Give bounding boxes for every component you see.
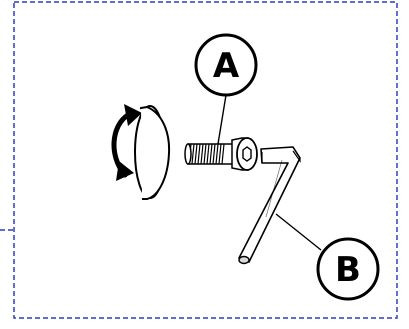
dashed-frame [0, 1, 398, 319]
washer-disc [134, 105, 171, 200]
hex-key-wrench [238, 146, 301, 265]
callout-b-label: B [335, 250, 361, 290]
hex-socket-screw [184, 137, 270, 171]
rotation-arrow-icon [111, 104, 142, 181]
callout-b: B [275, 213, 380, 301]
callout-a: A [194, 33, 258, 145]
callout-a-label: A [213, 46, 240, 86]
